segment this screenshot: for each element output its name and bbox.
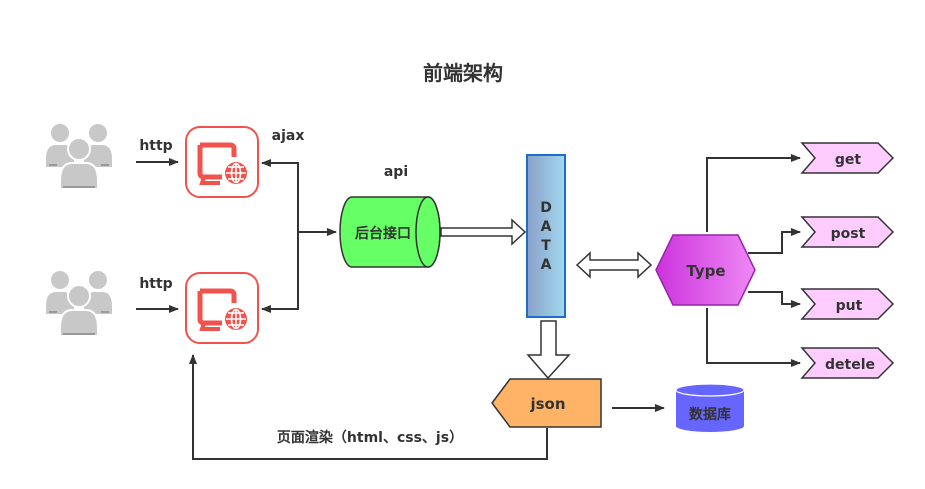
http-label-2: http [139,276,172,292]
type-to-delete-arrow [706,308,801,367]
database-label: 数据库 [689,406,731,423]
backend-to-data-arrow [440,218,527,246]
browser-globe-icon [186,127,258,197]
ajax-arrow-top [261,159,299,232]
json-node: json [491,378,602,428]
type-label: Type [686,262,725,280]
type-to-get-arrow [706,154,801,232]
render-label: 页面渲染（html、css、js） [277,429,463,446]
diagram-title: 前端架构 [423,61,503,85]
render-feedback-arrow [189,354,548,460]
method-post-label: post [831,226,866,242]
backend-label: 后台接口 [355,225,411,242]
data-letter-a1: A [541,219,552,235]
http-label-1: http [139,138,172,154]
method-post: post [800,216,895,248]
type-to-post-arrow [748,228,801,254]
method-delete-label: detele [825,357,875,373]
user-group-icon [45,270,113,337]
backend-interface-node: 后台接口 [339,196,441,268]
browser-globe-icon [186,273,258,343]
api-label: api [384,164,408,180]
database-node: 数据库 [675,383,745,432]
type-node: Type [655,234,756,306]
method-put-label: put [836,298,863,314]
data-to-json-arrow [526,320,571,380]
data-letter-t: T [541,238,551,254]
json-label: json [529,395,565,413]
data-letter-a2: A [541,257,552,273]
ajax-label: ajax [272,128,305,144]
type-to-put-arrow [748,291,801,308]
method-get-label: get [835,152,862,168]
user-group-icon [45,123,113,190]
method-put: put [800,288,895,320]
ajax-arrow-bottom [261,232,299,313]
method-delete: detele [800,347,895,379]
data-letter-d: D [540,200,552,216]
method-get: get [800,142,895,174]
data-node: D A T A [526,154,566,318]
data-type-bidirectional-arrow [575,251,653,279]
